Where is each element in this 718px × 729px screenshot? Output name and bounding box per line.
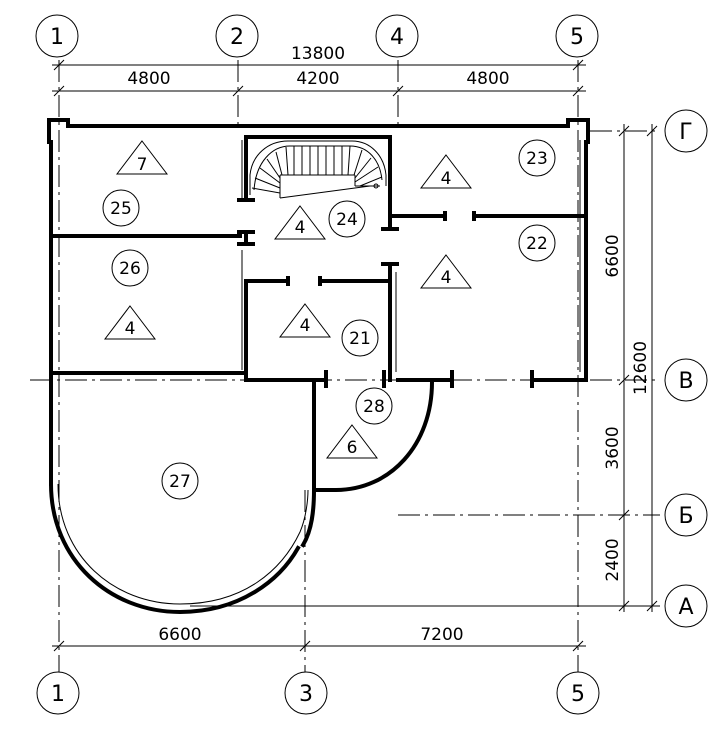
dim-top-1: 4800 bbox=[127, 69, 170, 89]
svg-text:27: 27 bbox=[169, 472, 191, 492]
finish-mark-7: 6 bbox=[325, 424, 379, 459]
svg-text:6: 6 bbox=[347, 438, 358, 458]
room-labels: 25 26 24 23 22 21 28 27 bbox=[102, 139, 556, 500]
svg-text:22: 22 bbox=[526, 234, 548, 254]
svg-text:3: 3 bbox=[299, 682, 313, 707]
svg-text:1: 1 bbox=[50, 25, 64, 50]
dim-right-total: 12600 bbox=[631, 341, 651, 395]
dim-bottom-1: 6600 bbox=[158, 625, 201, 645]
axis-bubble-right-g: Г bbox=[664, 109, 708, 153]
svg-text:26: 26 bbox=[119, 259, 141, 279]
room-label-26: 26 bbox=[111, 249, 149, 287]
staircase bbox=[249, 140, 387, 199]
svg-text:Г: Г bbox=[679, 120, 692, 145]
svg-text:1: 1 bbox=[51, 682, 65, 707]
finish-mark-2: 4 bbox=[419, 154, 473, 189]
axis-bubble-top-5: 5 bbox=[555, 14, 599, 58]
axis-bubble-right-b: Б bbox=[664, 493, 708, 537]
svg-text:4: 4 bbox=[295, 218, 306, 238]
room-label-23: 23 bbox=[518, 139, 556, 177]
axis-bubble-top-2: 2 bbox=[215, 14, 259, 58]
svg-text:4: 4 bbox=[441, 169, 452, 189]
dim-top-2: 4200 bbox=[296, 69, 339, 89]
dim-right-3: 2400 bbox=[603, 538, 623, 581]
finish-mark-4: 4 bbox=[419, 254, 473, 289]
axis-bubbles: 1 2 4 5 1 3 5 Г bbox=[35, 14, 708, 715]
svg-text:4: 4 bbox=[300, 316, 311, 336]
walls bbox=[47, 118, 590, 615]
dim-right-1: 6600 bbox=[603, 234, 623, 277]
axis-bubble-right-v: В bbox=[664, 358, 708, 402]
axis-lines bbox=[30, 60, 660, 672]
axis-bubble-top-1: 1 bbox=[35, 14, 79, 58]
svg-text:5: 5 bbox=[571, 682, 585, 707]
finish-mark-6: 4 bbox=[278, 303, 332, 338]
room-label-28: 28 bbox=[355, 387, 393, 425]
right-dimensions: 6600 12600 3600 2400 bbox=[603, 124, 658, 612]
axis-bubble-bottom-3: 3 bbox=[284, 671, 328, 715]
dim-bottom-2: 7200 bbox=[420, 625, 463, 645]
axis-bubble-top-4: 4 bbox=[375, 14, 419, 58]
finish-mark-1: 7 bbox=[115, 140, 169, 175]
door-jambs bbox=[286, 211, 534, 388]
finish-mark-3: 4 bbox=[273, 205, 327, 240]
bottom-dimensions: 6600 7200 bbox=[52, 605, 660, 652]
svg-text:21: 21 bbox=[349, 329, 371, 349]
dim-right-2: 3600 bbox=[603, 426, 623, 469]
svg-text:4: 4 bbox=[125, 319, 136, 339]
svg-text:5: 5 bbox=[570, 25, 584, 50]
dim-top-3: 4800 bbox=[466, 69, 509, 89]
room-label-21: 21 bbox=[341, 319, 379, 357]
svg-text:28: 28 bbox=[363, 397, 385, 417]
svg-text:25: 25 bbox=[110, 199, 132, 219]
svg-text:24: 24 bbox=[336, 210, 358, 230]
room-label-22: 22 bbox=[518, 224, 556, 262]
svg-text:4: 4 bbox=[390, 25, 404, 50]
finish-mark-5: 4 bbox=[103, 305, 157, 340]
top-dimensions: 13800 4800 4200 4800 bbox=[52, 44, 586, 97]
finish-marks: 7 4 4 4 4 4 6 bbox=[103, 140, 473, 459]
svg-text:А: А bbox=[678, 595, 693, 620]
svg-text:2: 2 bbox=[230, 25, 244, 50]
svg-text:Б: Б bbox=[678, 504, 693, 529]
svg-text:В: В bbox=[678, 369, 693, 394]
room-label-24: 24 bbox=[328, 200, 366, 238]
axis-bubble-bottom-5: 5 bbox=[556, 671, 600, 715]
dim-top-total: 13800 bbox=[291, 44, 345, 64]
svg-text:4: 4 bbox=[441, 268, 452, 288]
axis-bubble-right-a: А bbox=[664, 584, 708, 628]
room-label-25: 25 bbox=[102, 189, 140, 227]
axis-bubble-bottom-1: 1 bbox=[36, 671, 80, 715]
svg-text:23: 23 bbox=[526, 149, 548, 169]
room-label-27: 27 bbox=[161, 462, 199, 500]
svg-text:7: 7 bbox=[137, 155, 148, 175]
